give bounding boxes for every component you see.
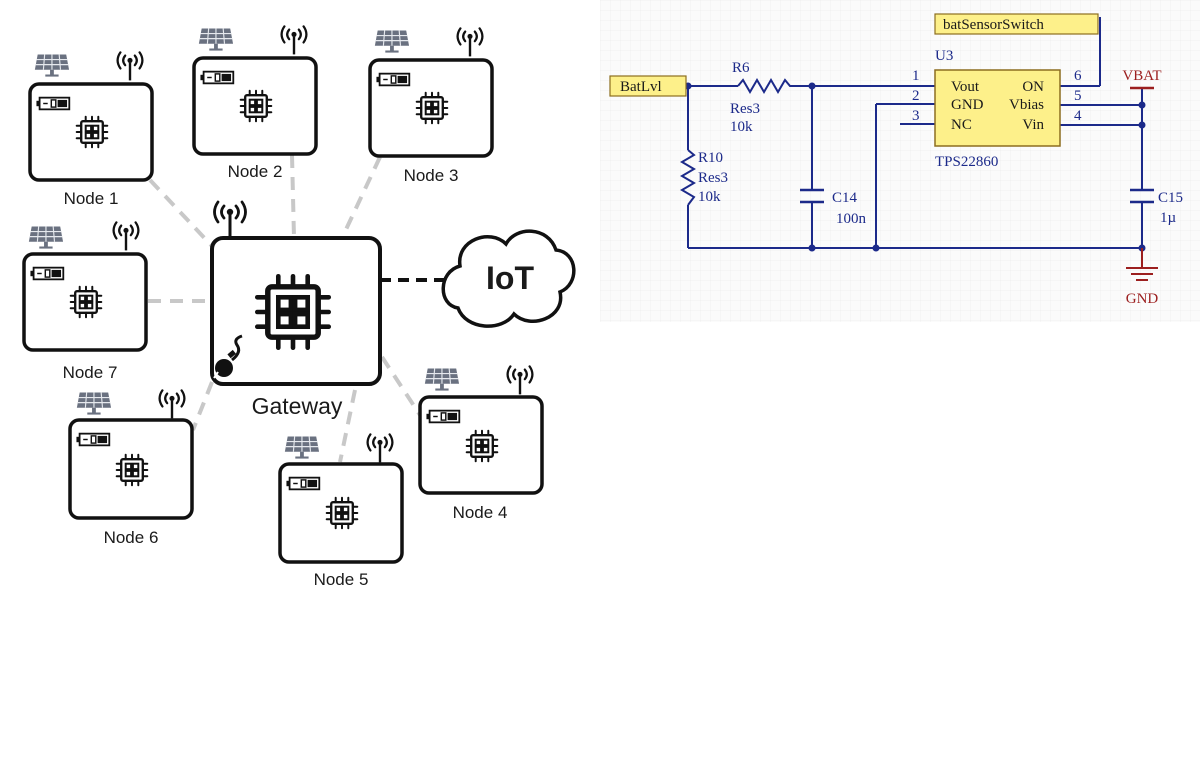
chip-icon (257, 276, 328, 347)
chip-icon (75, 115, 109, 149)
solar-panel-icon (76, 391, 112, 416)
net-label-batsensorswitch: batSensorSwitch (934, 13, 1099, 35)
solar-panel-icon (198, 27, 234, 52)
r6-model: Res3 (730, 101, 760, 117)
r10-ref: R10 (698, 150, 723, 166)
solar-panel-icon (284, 435, 320, 460)
antenna-icon (112, 221, 140, 252)
u3-pin2-num: 2 (912, 88, 920, 104)
u3-pin3-num: 3 (912, 108, 920, 124)
node-5-label: Node 5 (314, 570, 369, 589)
svg-text:batSensorSwitch: batSensorSwitch (943, 17, 1044, 33)
c15-ref: C15 (1158, 190, 1183, 206)
antenna-icon (456, 27, 484, 58)
cloud-label: IoT (486, 260, 534, 296)
chip-icon (465, 429, 499, 463)
node-6-label: Node 6 (104, 528, 159, 547)
svg-text:VBAT: VBAT (1122, 68, 1161, 84)
node-3-label: Node 3 (404, 166, 459, 185)
antenna-icon (158, 389, 186, 420)
antenna-icon (506, 365, 534, 396)
antenna-icon (280, 25, 308, 56)
node-2-label: Node 2 (228, 162, 283, 181)
c14-ref: C14 (832, 190, 858, 206)
link-node-2 (290, 154, 296, 239)
node-1: Node 1 (28, 51, 154, 208)
link-node-3 (340, 156, 382, 239)
link-node-6 (191, 381, 214, 431)
u3-pin-vin: Vin (1022, 117, 1044, 133)
r10-value: 10k (698, 189, 721, 205)
chip-icon (415, 91, 449, 125)
c15-value: 1µ (1160, 210, 1177, 226)
u3-ref: U3 (935, 48, 953, 64)
node-4: Node 4 (418, 365, 544, 522)
u3-part: TPS22860 (935, 154, 998, 170)
chip-icon (325, 496, 359, 530)
gnd-symbol: GND (1126, 248, 1159, 307)
u3-pin4-num: 4 (1074, 108, 1082, 124)
capacitor-c14 (800, 188, 824, 204)
ic-u3-body (934, 69, 1061, 147)
node-5: Node 5 (278, 433, 404, 589)
gateway-label: Gateway (252, 393, 343, 419)
node-4-label: Node 4 (453, 503, 508, 522)
u3-pin5-num: 5 (1074, 88, 1082, 104)
junctions (684, 82, 1146, 252)
u3-pin-nc: NC (951, 117, 972, 133)
antenna-icon (116, 51, 144, 82)
u3-pin-on: ON (1022, 79, 1044, 95)
power-plug-icon (213, 334, 243, 379)
antenna-icon (366, 433, 394, 464)
node-7: Node 7 (22, 221, 148, 382)
link-node-4 (380, 355, 422, 417)
u3-pin-vbias: Vbias (1009, 97, 1044, 113)
resistor-r10 (680, 149, 696, 206)
node-2: Node 2 (192, 25, 318, 181)
solar-panel-icon (424, 367, 460, 392)
antenna-icon (212, 200, 248, 239)
node-7-label: Node 7 (63, 363, 118, 382)
cloud-icon (441, 229, 576, 328)
gateway: Gateway (210, 200, 382, 419)
r6-ref: R6 (732, 60, 750, 76)
solar-panel-icon (34, 53, 70, 78)
network-diagram: Node 1 Node 2 Node 3 Node 7 (22, 25, 576, 589)
u3-pin6-num: 6 (1074, 68, 1082, 84)
solar-panel-icon (28, 225, 64, 250)
u3-pin1-num: 1 (912, 68, 920, 84)
resistor-r6 (737, 78, 795, 94)
svg-text:GND: GND (1126, 291, 1159, 307)
c14-value: 100n (836, 211, 867, 227)
wires (687, 17, 1143, 249)
chip-icon (115, 453, 149, 487)
node-6: Node 6 (68, 389, 194, 547)
r10-model: Res3 (698, 170, 728, 186)
u3-pin-vout: Vout (951, 79, 980, 95)
circuit-schematic: BatLvl batSensorSwitch VBAT GND R6 Res3 … (600, 0, 1200, 322)
net-label-batlvl: BatLvl (609, 75, 687, 97)
node-links (148, 154, 422, 463)
iot-cloud: IoT (441, 229, 576, 328)
chip-icon (69, 285, 103, 319)
schematic-grid (600, 0, 1200, 322)
r6-value: 10k (730, 119, 753, 135)
link-node-1 (148, 178, 214, 248)
svg-text:BatLvl: BatLvl (620, 79, 662, 95)
node-1-label: Node 1 (64, 189, 119, 208)
capacitor-c15 (1130, 188, 1154, 204)
node-3: Node 3 (368, 27, 494, 185)
chip-icon (239, 89, 273, 123)
u3-pin-gnd: GND (951, 97, 984, 113)
solar-panel-icon (374, 29, 410, 54)
link-node-5 (338, 389, 357, 463)
vbat-power-symbol: VBAT (1122, 68, 1162, 90)
